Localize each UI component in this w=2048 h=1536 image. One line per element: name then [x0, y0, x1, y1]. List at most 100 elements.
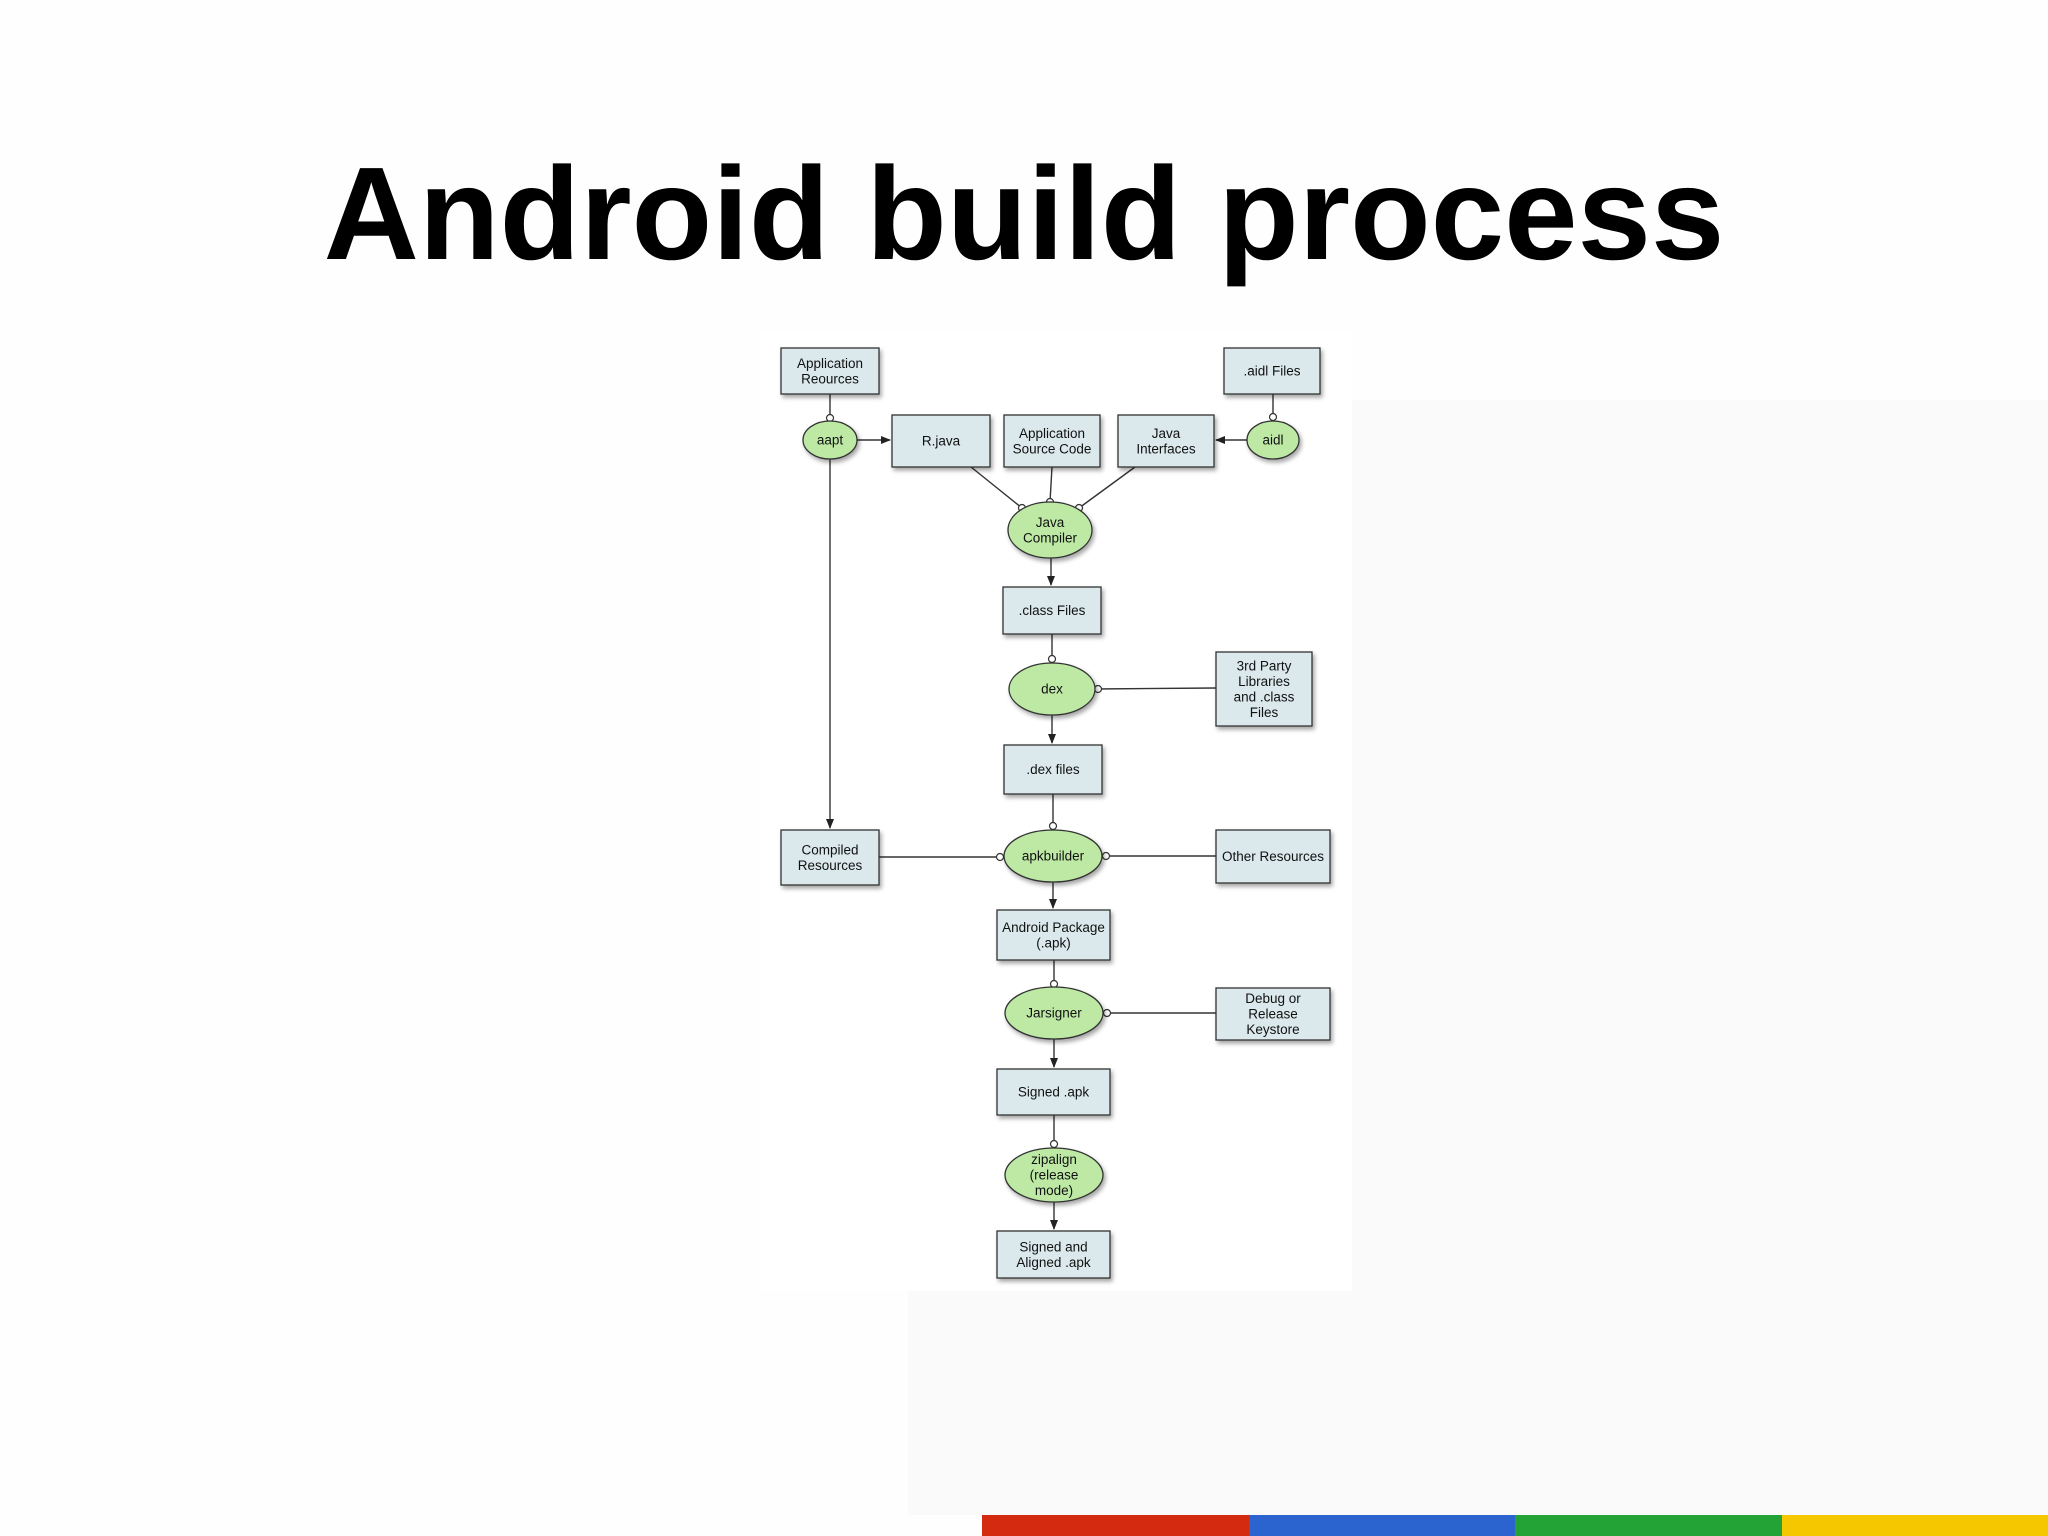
edge-input-port: [1268, 412, 1278, 422]
node-label-line: Java: [1152, 426, 1181, 441]
process-node-dex: dex: [1008, 662, 1096, 716]
process-node-aapt: aapt: [802, 420, 858, 460]
node-label-line: Release: [1248, 1007, 1298, 1022]
artifact-box-android-package: Android Package(.apk): [996, 909, 1111, 961]
node-label-line: aapt: [817, 433, 844, 448]
artifact-box-shape: [1223, 347, 1321, 395]
edge-input-port: [1101, 851, 1111, 861]
node-label-line: .aidl Files: [1243, 364, 1300, 379]
node-label-line: Other Resources: [1222, 849, 1324, 864]
node-label-line: (.apk): [1036, 935, 1071, 950]
node-label-line: Signed and: [1019, 1239, 1087, 1254]
brand-bar-yellow: [1782, 1515, 2048, 1536]
artifact-box-shape: [1215, 829, 1331, 884]
node-label-line: Compiler: [1023, 530, 1078, 545]
process-node-aidl: aidl: [1246, 420, 1300, 460]
node-label-line: Aligned .apk: [1016, 1255, 1091, 1270]
artifact-box-shape: [780, 829, 880, 886]
brand-bar-red: [982, 1515, 1249, 1536]
node-label-line: Application: [797, 356, 863, 371]
artifact-box-dex-files: .dex files: [1003, 744, 1103, 795]
node-label-line: aidl: [1262, 433, 1283, 448]
artifact-box-shape: [1002, 586, 1102, 635]
edge-signed-apk-to-zipalign: [1049, 1115, 1059, 1149]
node-label-line: Android Package: [1002, 920, 1105, 935]
node-label-line: mode): [1035, 1183, 1073, 1198]
node-label-line: Libraries: [1238, 674, 1290, 689]
artifact-box-r-java: R.java: [891, 414, 991, 468]
node-label-line: Application: [1019, 426, 1085, 441]
process-node-shape: [1008, 662, 1096, 716]
process-node-shape: [1003, 829, 1103, 883]
node-label-line: Reources: [801, 371, 859, 386]
process-node-shape: [802, 420, 858, 460]
node-label-line: (release: [1030, 1168, 1079, 1183]
edge-input-port: [1048, 821, 1058, 831]
slide-title: Android build process: [323, 140, 1725, 288]
node-label-line: and .class: [1234, 689, 1295, 704]
artifact-box-shape: [996, 1068, 1111, 1116]
process-node-shape: [1004, 986, 1104, 1040]
edges-layer: [825, 394, 1278, 1230]
artifact-box-other-resources: Other Resources: [1215, 829, 1331, 884]
edge-other-resources-to-apkbuilder: [1101, 851, 1216, 861]
edge-input-port: [1049, 1139, 1059, 1149]
node-label-line: Resources: [798, 858, 863, 873]
artifact-box-aidl-files: .aidl Files: [1223, 347, 1321, 395]
node-label-line: R.java: [922, 434, 961, 449]
node-label-line: Keystore: [1246, 1022, 1299, 1037]
node-label-line: zipalign: [1031, 1152, 1077, 1167]
node-label-line: Interfaces: [1136, 441, 1196, 456]
artifact-box-shape: [1215, 987, 1331, 1041]
node-label-line: dex: [1041, 682, 1063, 697]
artifact-box-signed-apk: Signed .apk: [996, 1068, 1111, 1116]
node-label-line: apkbuilder: [1022, 849, 1085, 864]
edge-line: [1049, 466, 1053, 503]
edge-input-port: [1047, 654, 1057, 664]
node-label-line: Jarsigner: [1026, 1006, 1082, 1021]
artifact-box-class-files: .class Files: [1002, 586, 1102, 635]
brand-bar-green: [1515, 1515, 1782, 1536]
edge-input-port: [995, 852, 1005, 862]
process-node-shape: [1246, 420, 1300, 460]
node-label-line: Java: [1036, 515, 1065, 530]
artifact-box-shape: [996, 909, 1111, 961]
edge-line: [1078, 466, 1136, 509]
artifact-box-shape: [1117, 414, 1215, 468]
node-label-line: .class Files: [1019, 603, 1086, 618]
process-node-shape: [1007, 501, 1093, 559]
node-label-line: Compiled: [801, 842, 858, 857]
artifact-box-shape: [1003, 414, 1101, 468]
node-label-line: .dex files: [1026, 762, 1080, 777]
edge-line: [970, 466, 1023, 509]
process-node-jarsigner: Jarsigner: [1004, 986, 1104, 1040]
artifact-box-shape: [891, 414, 991, 468]
artifact-box-shape: [780, 347, 880, 395]
node-label-line: Files: [1250, 705, 1279, 720]
node-label-line: Signed .apk: [1018, 1085, 1090, 1100]
node-label-line: Debug or: [1245, 991, 1301, 1006]
edge-line: [1094, 687, 1217, 690]
edge-third-party-to-dex: [1093, 684, 1217, 694]
process-node-shape: [1004, 1147, 1104, 1203]
artifact-box-shape: [1003, 744, 1103, 795]
node-label-line: Source Code: [1013, 441, 1092, 456]
edge-input-port: [1102, 1008, 1112, 1018]
diagram-image-frame: [760, 331, 1352, 1291]
artifact-box-shape: [1215, 651, 1313, 727]
artifact-box-shape: [996, 1230, 1111, 1279]
brand-bar-blue: [1249, 1515, 1515, 1536]
node-label-line: 3rd Party: [1237, 658, 1292, 673]
process-node-apkbuilder: apkbuilder: [1003, 829, 1103, 883]
